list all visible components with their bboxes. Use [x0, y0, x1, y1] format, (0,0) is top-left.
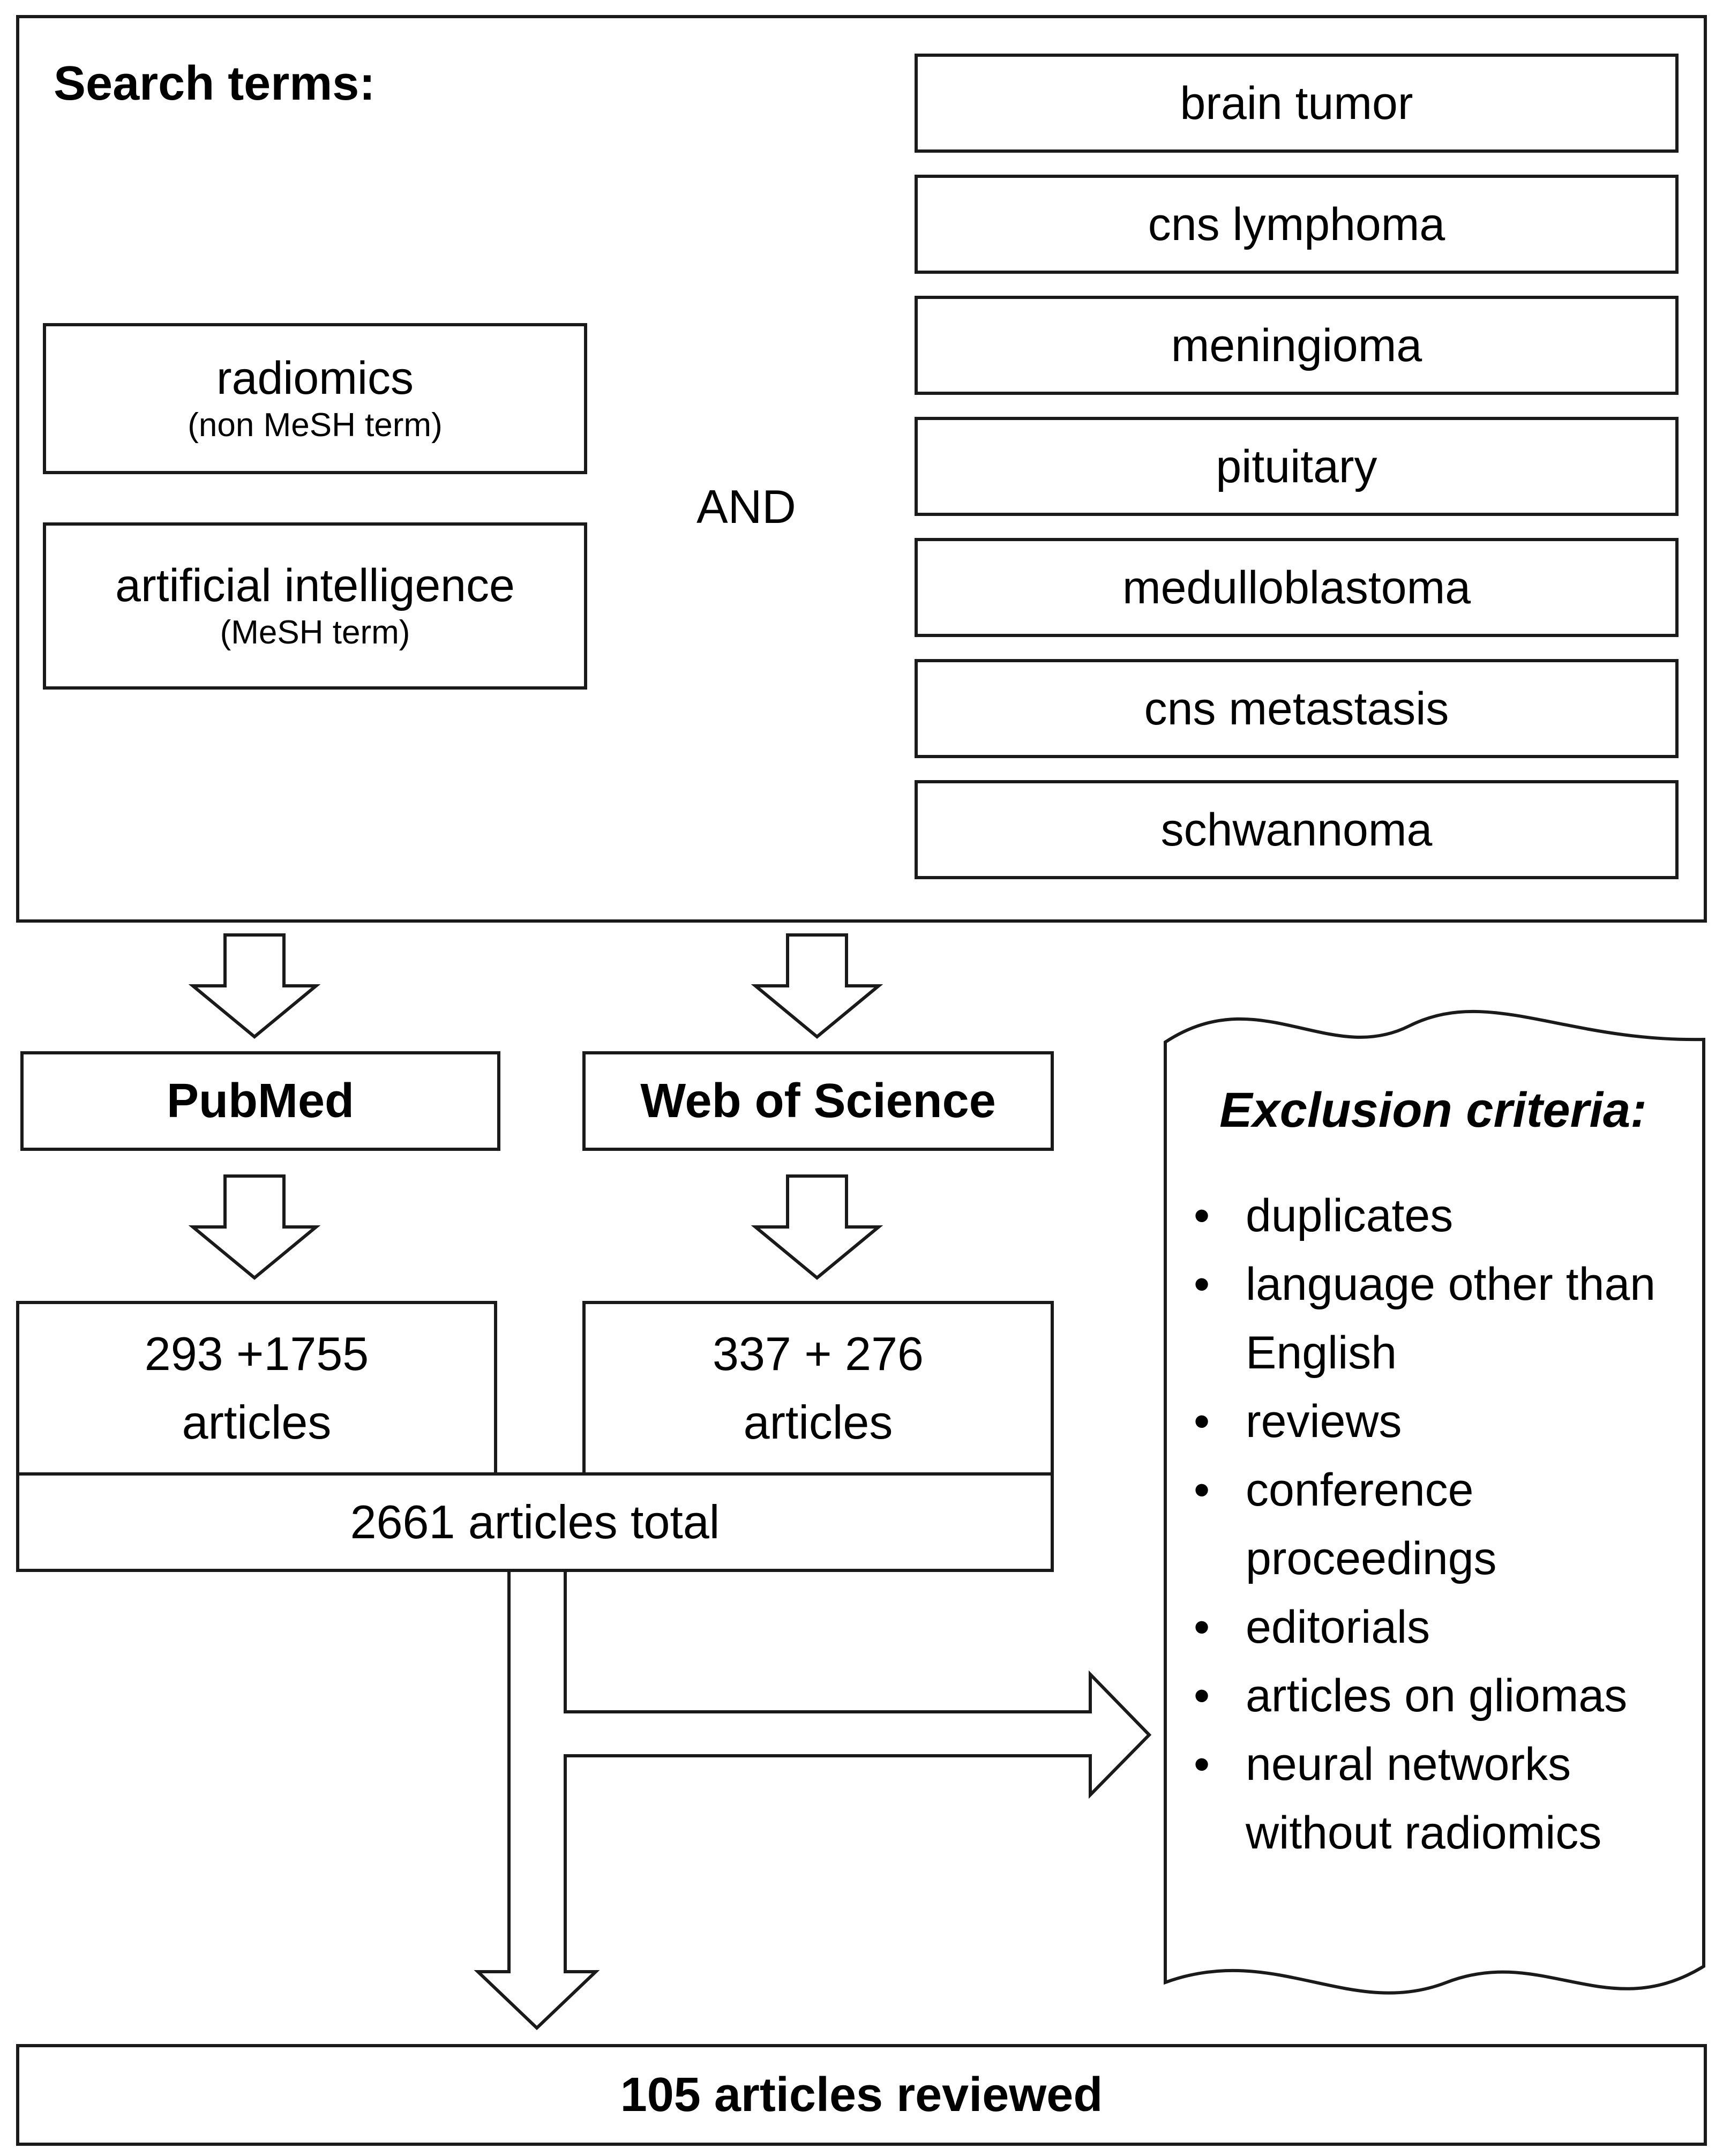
- result-label: 105 articles reviewed: [620, 2068, 1103, 2122]
- term-box-pituitary: pituitary: [915, 417, 1679, 516]
- term-note: (non MeSH term): [188, 407, 443, 444]
- term-label: medulloblastoma: [1122, 562, 1471, 613]
- list-item: conference proceedings: [1179, 1456, 1688, 1593]
- count-unit: articles: [743, 1396, 893, 1449]
- term-label: brain tumor: [1180, 77, 1413, 129]
- term-box-radiomics: radiomics (non MeSH term): [43, 323, 587, 474]
- total-label: 2661 articles total: [350, 1495, 720, 1549]
- count-unit: articles: [182, 1396, 332, 1449]
- result-box: 105 articles reviewed: [16, 2044, 1707, 2146]
- count-box-web-of-science: 337 + 276 articles: [582, 1301, 1054, 1476]
- database-box-web-of-science: Web of Science: [582, 1051, 1054, 1151]
- list-item: language other than English: [1179, 1250, 1688, 1387]
- term-box-brain-tumor: brain tumor: [915, 54, 1679, 153]
- list-item: duplicates: [1179, 1181, 1688, 1250]
- term-box-cns-metastasis: cns metastasis: [915, 659, 1679, 758]
- list-item: neural networks without radiomics: [1179, 1730, 1688, 1867]
- and-operator: AND: [696, 480, 796, 533]
- term-box-artificial-intelligence: artificial intelligence (MeSH term): [43, 522, 587, 690]
- term-box-cns-lymphoma: cns lymphoma: [915, 175, 1679, 274]
- exclusion-criteria: Exclusion criteria: duplicates language …: [1179, 1082, 1688, 1867]
- database-name: Web of Science: [640, 1074, 996, 1128]
- exclusion-title: Exclusion criteria:: [1219, 1083, 1647, 1137]
- search-terms-heading: Search terms:: [54, 57, 376, 110]
- count-box-pubmed: 293 +1755 articles: [16, 1301, 497, 1476]
- term-box-meningioma: meningioma: [915, 296, 1679, 395]
- down-arrow-icon: [188, 933, 321, 1039]
- total-box: 2661 articles total: [16, 1472, 1054, 1572]
- down-arrow-icon: [188, 1174, 321, 1280]
- exclusion-list: duplicates language other than English r…: [1179, 1181, 1688, 1867]
- database-box-pubmed: PubMed: [20, 1051, 500, 1151]
- term-label: pituitary: [1216, 440, 1377, 492]
- term-label: radiomics: [216, 353, 414, 404]
- database-name: PubMed: [167, 1074, 354, 1128]
- list-item: reviews: [1179, 1387, 1688, 1456]
- count-value: 293 +1755: [144, 1327, 369, 1381]
- term-label: meningioma: [1171, 319, 1422, 371]
- term-note: (MeSH term): [220, 614, 410, 651]
- term-label: cns metastasis: [1144, 683, 1449, 735]
- term-label: cns lymphoma: [1148, 198, 1445, 250]
- down-arrow-icon: [751, 1174, 883, 1280]
- term-box-schwannoma: schwannoma: [915, 780, 1679, 879]
- list-item: editorials: [1179, 1593, 1688, 1661]
- term-box-medulloblastoma: medulloblastoma: [915, 538, 1679, 637]
- branching-arrow-icon: [474, 1567, 1152, 2031]
- count-value: 337 + 276: [713, 1327, 924, 1381]
- down-arrow-icon: [751, 933, 883, 1039]
- term-label: artificial intelligence: [115, 560, 515, 611]
- list-item: articles on gliomas: [1179, 1661, 1688, 1730]
- term-label: schwannoma: [1160, 804, 1433, 856]
